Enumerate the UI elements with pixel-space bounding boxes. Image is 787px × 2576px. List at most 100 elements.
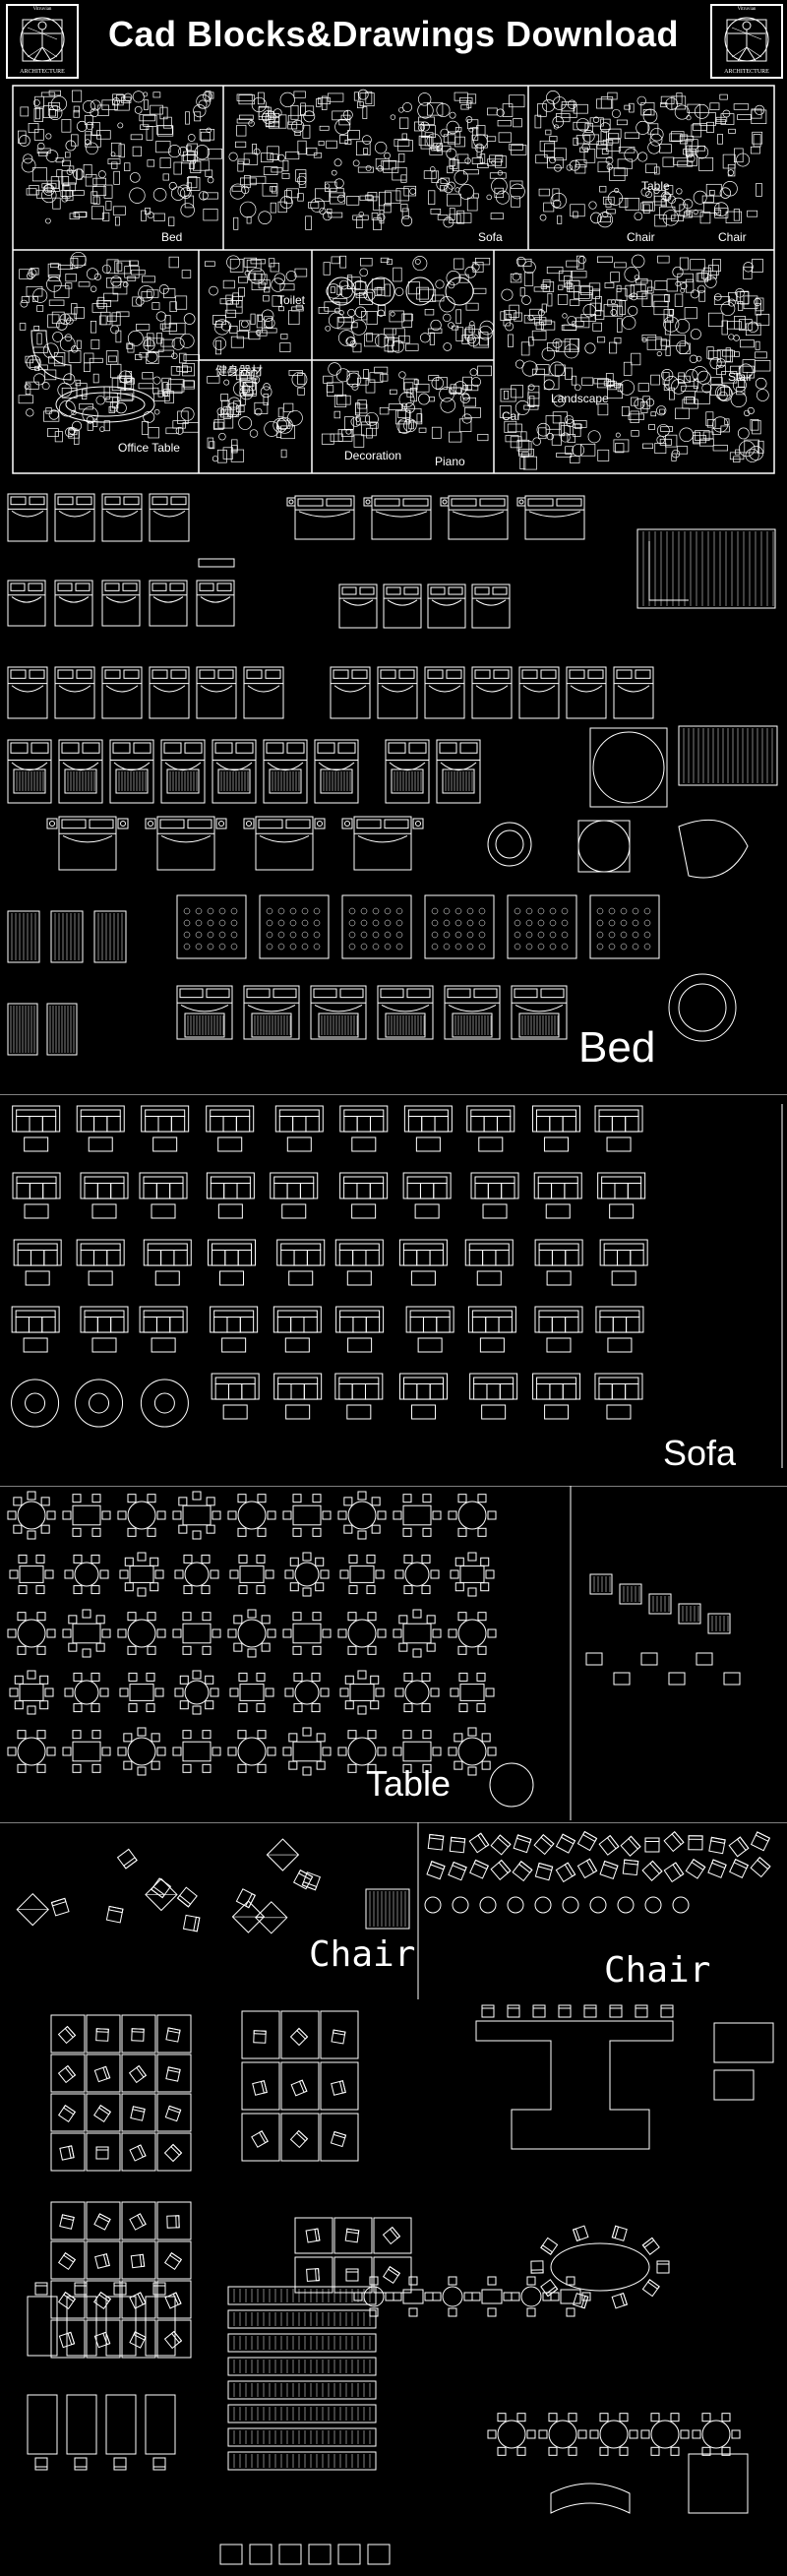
thumb-medallion	[445, 276, 474, 306]
chair	[471, 2292, 481, 2301]
chair-seat	[130, 2253, 146, 2269]
quilt-tuft	[207, 907, 214, 915]
chair-back	[558, 2004, 572, 2009]
chair-seat	[513, 1834, 532, 1854]
chair-block	[129, 2331, 147, 2349]
thumb-circle	[718, 391, 728, 401]
chair-block	[163, 2251, 183, 2271]
sofa-seat	[351, 1383, 366, 1400]
workstation	[333, 2217, 373, 2254]
thumb-block	[405, 343, 419, 351]
quilt-tuft	[431, 919, 439, 927]
chair	[192, 1491, 202, 1501]
thumb-medallion	[366, 276, 395, 306]
chair-block	[507, 2004, 520, 2018]
lamp	[442, 499, 448, 505]
thumb-block	[277, 201, 287, 214]
thumb-circle	[756, 389, 769, 401]
chair	[282, 1510, 292, 1520]
chair	[91, 1527, 101, 1537]
thumb-circle	[333, 158, 342, 167]
thumb-block	[539, 140, 556, 152]
thumb-block	[26, 285, 43, 297]
workstation	[333, 2256, 373, 2294]
thumb-block	[61, 119, 72, 133]
sofa-seat	[365, 1317, 381, 1333]
chair	[72, 1527, 82, 1537]
bed-frame	[160, 739, 206, 804]
chair-block	[558, 2004, 572, 2018]
thumb-block	[599, 185, 607, 193]
chair-back	[95, 2028, 109, 2033]
sofa-back	[343, 1176, 385, 1184]
thumb-circle	[582, 130, 595, 143]
thumb-block	[567, 282, 574, 290]
chair	[339, 1687, 349, 1697]
thumb-block	[631, 430, 639, 437]
thumb-block	[359, 291, 373, 305]
thumb-circle	[291, 371, 308, 388]
thumb-block	[330, 433, 343, 442]
thumb-block	[63, 182, 76, 192]
thumb-block	[459, 97, 473, 103]
thumb-circle	[527, 314, 534, 322]
chair-seat	[344, 2228, 360, 2243]
thumb-circle	[24, 384, 30, 390]
thumb-block	[176, 366, 192, 372]
thumb-circle	[615, 432, 621, 438]
chair	[17, 1612, 27, 1622]
quilt-tuft	[395, 943, 403, 951]
quilt-tuft	[207, 943, 214, 951]
thumb-block	[316, 98, 322, 107]
pillow	[635, 669, 651, 679]
thumb-block	[520, 341, 530, 356]
thumb-circle	[611, 108, 621, 118]
thumb-block	[295, 169, 307, 182]
blanket-curve	[58, 596, 90, 603]
thumb-block	[205, 169, 213, 177]
chair-back	[646, 2279, 660, 2290]
thumb-circle	[206, 127, 212, 134]
sofa-back	[598, 1109, 639, 1117]
chair	[448, 2276, 457, 2286]
desk-return	[713, 2069, 755, 2101]
quilt-tuft	[632, 907, 639, 915]
coffee-table	[351, 1136, 377, 1152]
thumb-block	[456, 213, 472, 223]
thumb-block	[263, 294, 270, 302]
thumb-circle	[466, 334, 480, 347]
hatched-panel	[93, 910, 127, 963]
thumb-block	[65, 274, 77, 282]
thumb-circle	[227, 397, 241, 410]
thumb-circle	[76, 120, 88, 132]
chair	[448, 2307, 457, 2317]
pillow	[216, 583, 232, 591]
desk-pair	[105, 2394, 137, 2455]
chair-back	[602, 1860, 619, 1871]
thumb-block	[409, 388, 417, 402]
pillow	[473, 988, 498, 999]
thumb-block	[401, 313, 413, 328]
chair	[64, 1569, 74, 1579]
thumb-block	[573, 211, 578, 218]
thumb-block	[91, 206, 104, 219]
blanket-curve	[318, 762, 355, 771]
thumb-circle	[45, 217, 51, 224]
chair-block	[448, 1861, 467, 1881]
chair-block	[708, 1836, 726, 1855]
quilt-tuft	[230, 943, 238, 951]
thumb-block	[606, 209, 616, 215]
thumb-block	[124, 266, 140, 278]
bed-frame	[377, 666, 418, 719]
thumb-circle	[672, 266, 684, 278]
thumb-circle	[179, 333, 195, 348]
chair-back	[297, 1870, 314, 1881]
chair	[347, 1763, 357, 1773]
hatched-panel	[217, 768, 251, 794]
thumb-circle	[436, 103, 451, 117]
round-table	[347, 1737, 377, 1766]
thumb-block	[712, 259, 721, 273]
chair-back	[387, 2265, 401, 2277]
thumb-block	[500, 388, 516, 402]
chair	[422, 1763, 432, 1773]
